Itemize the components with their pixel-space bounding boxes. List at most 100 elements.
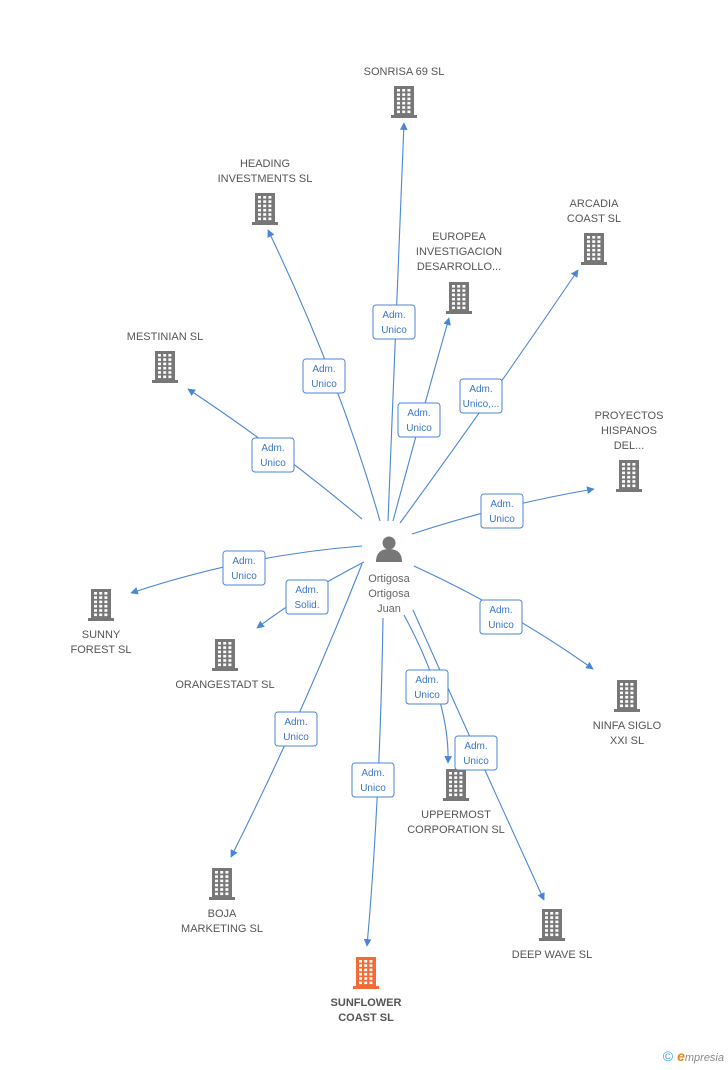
role-badge-arcadia[interactable]: Adm. Unico,... <box>459 378 503 414</box>
company-label: EUROPEA <box>432 231 486 243</box>
company-label: HISPANOS <box>601 425 657 437</box>
company-node-uppermost[interactable]: UPPERMOST CORPORATION SL <box>407 769 505 836</box>
ninfa-building-icon <box>614 680 640 712</box>
role-badge-sunflower[interactable]: Adm. Unico <box>351 762 395 798</box>
brand-initial: e <box>677 1048 685 1064</box>
role-text: Unico <box>260 458 286 469</box>
company-label: NINFA SIGLO <box>593 720 662 732</box>
company-label: COAST SL <box>338 1012 394 1024</box>
role-text: Adm. <box>490 499 513 510</box>
role-text: Adm. <box>469 384 492 395</box>
company-label: XXI SL <box>610 735 644 747</box>
role-badge-uppermost[interactable]: Adm. Unico <box>405 669 449 705</box>
role-badge-deepwave[interactable]: Adm. Unico <box>454 735 498 771</box>
role-text: Adm. <box>361 768 384 779</box>
role-text: Unico <box>231 571 257 582</box>
company-node-deepwave[interactable]: DEEP WAVE SL <box>512 909 593 961</box>
role-badge-mestinian[interactable]: Adm. Unico <box>251 437 295 473</box>
role-badge-ninfa[interactable]: Adm. Unico <box>479 599 523 635</box>
brand-name: mpresia <box>684 1052 724 1064</box>
company-label: MARKETING SL <box>181 923 263 935</box>
role-text: Unico <box>414 690 440 701</box>
copyright-symbol: © <box>662 1048 674 1064</box>
company-label: HEADING <box>240 158 290 170</box>
boja-building-icon <box>209 868 235 900</box>
role-text: Adm. <box>489 605 512 616</box>
company-node-sunny[interactable]: SUNNY FOREST SL <box>71 589 132 656</box>
role-text: Unico <box>489 514 515 525</box>
role-text: Adm. <box>232 556 255 567</box>
uppermost-building-icon <box>443 769 469 801</box>
company-node-europea[interactable]: EUROPEA INVESTIGACION DESARROLLO... <box>416 231 502 314</box>
company-node-mestinian[interactable]: MESTINIAN SL <box>127 331 203 383</box>
heading-building-icon <box>252 193 278 225</box>
company-label: CORPORATION SL <box>407 824 505 836</box>
europea-building-icon <box>446 282 472 314</box>
role-badge-sonrisa[interactable]: Adm. Unico <box>372 304 416 340</box>
role-text: Adm. <box>284 717 307 728</box>
company-label: UPPERMOST <box>421 809 491 821</box>
company-node-proyectos[interactable]: PROYECTOS HISPANOS DEL... <box>595 410 664 492</box>
sunflower-building-icon <box>353 957 379 989</box>
company-node-ninfa[interactable]: NINFA SIGLO XXI SL <box>593 680 662 747</box>
proyectos-building-icon <box>616 460 642 492</box>
role-text: Unico <box>463 756 489 767</box>
role-text: Unico <box>360 783 386 794</box>
role-badge-orangestadt[interactable]: Adm. Solid. <box>285 579 329 615</box>
arcadia-building-icon <box>581 233 607 265</box>
company-label: DEL... <box>614 440 645 452</box>
role-text: Adm. <box>464 741 487 752</box>
company-label: FOREST SL <box>71 644 132 656</box>
company-node-sonrisa[interactable]: SONRISA 69 SL <box>364 66 445 118</box>
role-text: Adm. <box>407 408 430 419</box>
company-label: PROYECTOS <box>595 410 664 422</box>
sunny-building-icon <box>88 589 114 621</box>
company-label: DEEP WAVE SL <box>512 949 593 961</box>
role-text: Unico <box>283 732 309 743</box>
company-node-boja[interactable]: BOJA MARKETING SL <box>181 868 263 935</box>
company-label: SONRISA 69 SL <box>364 66 445 78</box>
person-label: Ortigosa <box>368 573 410 585</box>
mestinian-building-icon <box>152 351 178 383</box>
role-text: Adm. <box>261 443 284 454</box>
company-label: MESTINIAN SL <box>127 331 203 343</box>
company-node-orangestadt[interactable]: ORANGESTADT SL <box>175 639 275 691</box>
company-label: COAST SL <box>567 213 621 225</box>
edges-layer <box>130 122 595 947</box>
company-label: DESARROLLO... <box>417 261 501 273</box>
role-badge-proyectos[interactable]: Adm. Unico <box>480 493 524 529</box>
deepwave-building-icon <box>539 909 565 941</box>
role-badge-boja[interactable]: Adm. Unico <box>274 711 318 747</box>
role-text: Unico <box>381 325 407 336</box>
role-text: Unico <box>311 379 337 390</box>
role-text: Unico,... <box>463 399 500 410</box>
role-badge-europea[interactable]: Adm. Unico <box>397 402 441 438</box>
footer-brand[interactable]: ©empresia <box>663 1048 724 1064</box>
company-label: SUNFLOWER <box>331 997 402 1009</box>
orangestadt-building-icon <box>212 639 238 671</box>
company-label: BOJA <box>208 908 237 920</box>
company-node-arcadia[interactable]: ARCADIA COAST SL <box>567 198 621 265</box>
company-label: INVESTIGACION <box>416 246 502 258</box>
company-label: SUNNY <box>82 629 121 641</box>
company-label: ARCADIA <box>570 198 620 210</box>
role-badge-heading[interactable]: Adm. Unico <box>302 358 346 394</box>
role-text: Adm. <box>415 675 438 686</box>
role-text: Solid. <box>294 600 319 611</box>
company-node-sunflower[interactable]: SUNFLOWER COAST SL <box>331 957 402 1024</box>
role-text: Adm. <box>382 310 405 321</box>
company-label: ORANGESTADT SL <box>175 679 274 691</box>
person-label: Ortigosa <box>368 588 410 600</box>
sonrisa-building-icon <box>391 86 417 118</box>
role-text: Adm. <box>295 585 318 596</box>
role-text: Adm. <box>312 364 335 375</box>
role-badge-sunny[interactable]: Adm. Unico <box>222 550 266 586</box>
person-label: Juan <box>377 603 401 615</box>
role-text: Unico <box>488 620 514 631</box>
role-text: Unico <box>406 423 432 434</box>
